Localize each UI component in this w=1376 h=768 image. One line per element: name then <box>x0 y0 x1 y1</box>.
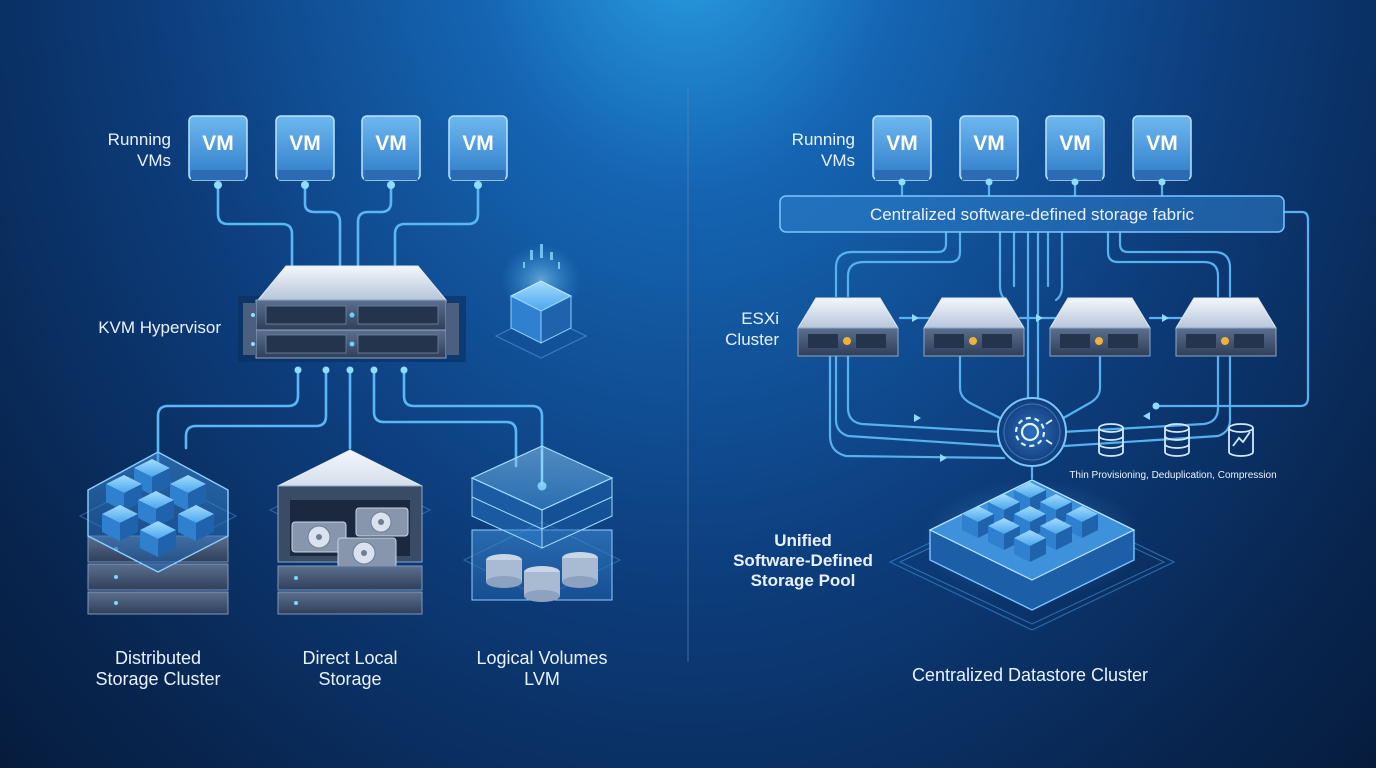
fabric-wires <box>828 210 1310 480</box>
left-vm-4: VM <box>448 115 508 181</box>
cube-stack-icon <box>102 459 214 557</box>
server-icon <box>797 297 899 357</box>
left-vm-3: VM <box>361 115 421 181</box>
left-vm-1-label: VM <box>202 132 234 155</box>
right-vm-3: VM <box>1045 115 1105 181</box>
datastore-pool <box>888 479 1176 631</box>
distributed-storage-label-line1: Distributed <box>115 648 201 668</box>
left-vm-1: VM <box>188 115 248 181</box>
logical-volumes-lvm: Logical Volumes LVM <box>462 445 622 689</box>
pool-label-line3: Storage Pool <box>751 571 856 590</box>
datastore-cluster-label: Centralized Datastore Cluster <box>912 665 1148 685</box>
right-vm-2: VM <box>959 115 1019 181</box>
right-vm-1-label: VM <box>886 132 918 155</box>
lvm-label-line1: Logical Volumes <box>476 648 607 668</box>
direct-local-storage-label-line2: Storage <box>318 669 381 689</box>
kvm-hypervisor-server <box>238 265 466 362</box>
gear-icon <box>1014 416 1053 448</box>
database-analytics-icon <box>1228 423 1254 457</box>
direct-local-storage: Direct Local Storage <box>268 449 432 689</box>
right-vm-4-label: VM <box>1146 132 1178 155</box>
esxi-server-4 <box>1175 297 1277 357</box>
glowing-cube-icon <box>509 280 573 344</box>
right-running-vms-label-line2: VMs <box>821 151 855 170</box>
storage-fabric-bar: Centralized software-defined storage fab… <box>779 195 1285 233</box>
left-storage-wires <box>156 366 547 491</box>
left-vm-2: VM <box>275 115 335 181</box>
server-icon <box>238 265 466 362</box>
esxi-server-3 <box>1049 297 1151 357</box>
right-vm-1: VM <box>872 115 932 181</box>
kvm-hypervisor-label: KVM Hypervisor <box>98 318 221 337</box>
hard-disk-icon <box>291 507 409 569</box>
distributed-storage-cluster: Distributed Storage Cluster <box>78 451 238 689</box>
database-icon <box>1164 423 1190 457</box>
database-disks-icon <box>486 552 598 602</box>
left-vm-2-label: VM <box>289 132 321 155</box>
server-icon <box>1175 297 1277 357</box>
right-vm-3-label: VM <box>1059 132 1091 155</box>
server-icon <box>1049 297 1151 357</box>
right-vm-2-label: VM <box>973 132 1005 155</box>
features-label: Thin Provisioning, Deduplication, Compre… <box>1069 470 1276 481</box>
right-vm-4: VM <box>1132 115 1192 181</box>
left-running-vms-label-line2: VMs <box>137 151 171 170</box>
left-vm-wires <box>214 181 482 267</box>
pool-label-line2: Software-Defined <box>733 551 873 570</box>
lvm-label-line2: LVM <box>524 669 560 689</box>
left-vm-4-label: VM <box>462 132 494 155</box>
gear-hub <box>997 397 1067 467</box>
esxi-cluster-label-line1: ESXi <box>741 309 779 328</box>
server-icon <box>923 297 1025 357</box>
glowing-cube <box>494 244 588 359</box>
direct-local-storage-label-line1: Direct Local <box>302 648 397 668</box>
cube-grid-icon <box>962 482 1098 562</box>
database-icon <box>1098 423 1124 457</box>
esxi-cluster-label-line2: Cluster <box>725 330 779 349</box>
esxi-server-2 <box>923 297 1025 357</box>
distributed-storage-label-line2: Storage Cluster <box>95 669 220 689</box>
feature-icons: Thin Provisioning, Deduplication, Compre… <box>1069 423 1277 481</box>
left-panel: Running VMs VM VM VM <box>78 115 622 689</box>
left-running-vms-label-line1: Running <box>108 130 171 149</box>
left-vm-3-label: VM <box>375 132 407 155</box>
right-panel: Running VMs VM VM VM VM <box>725 115 1310 685</box>
pool-label-line1: Unified <box>774 531 832 550</box>
esxi-server-1 <box>797 297 899 357</box>
fabric-label: Centralized software-defined storage fab… <box>870 205 1195 224</box>
right-running-vms-label-line1: Running <box>792 130 855 149</box>
